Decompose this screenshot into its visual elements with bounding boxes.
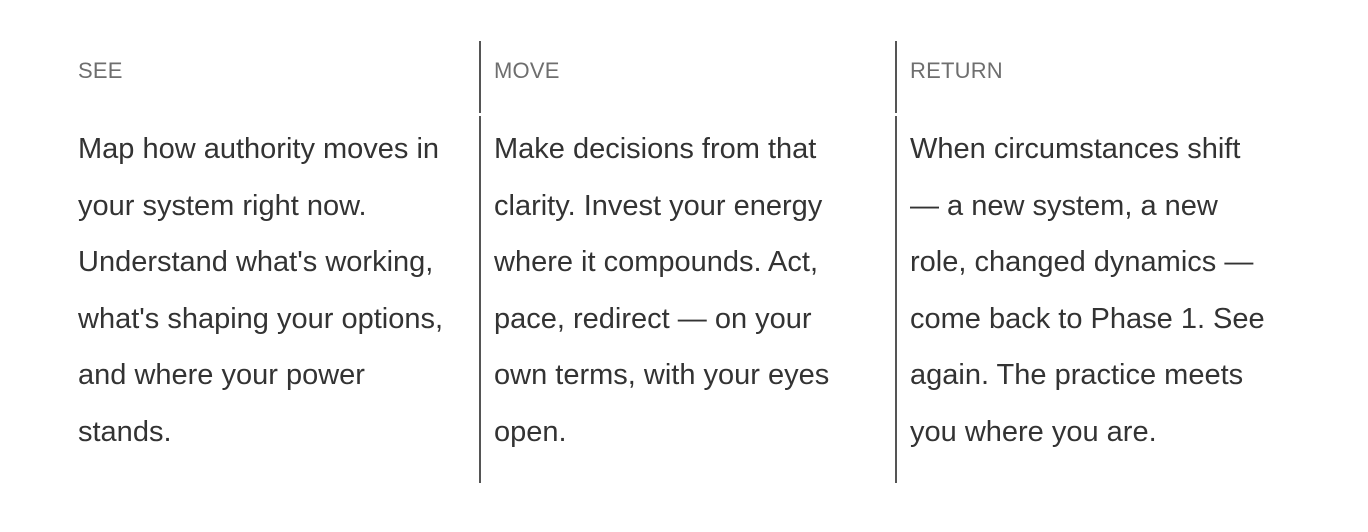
description-line: again. The practice meets	[910, 359, 1244, 391]
column-divider	[895, 41, 897, 113]
description-line: Understand what's working,	[78, 246, 434, 278]
phase-label: MOVE	[494, 58, 560, 83]
description-line: what's shaping your options,	[78, 302, 444, 335]
column-divider	[479, 41, 481, 113]
description-line: Make decisions from that	[494, 133, 817, 165]
phase-description: Map how authority moves in your system r…	[78, 121, 443, 460]
description-line: — a new system, a new	[910, 189, 1218, 222]
description-line: come back to Phase 1. See	[910, 302, 1265, 335]
description-line: own terms, with your eyes	[494, 359, 830, 391]
column-divider	[895, 116, 897, 483]
phase-description: Make decisions from that clarity. Invest…	[494, 121, 829, 460]
description-line: When circumstances shift	[910, 133, 1241, 165]
description-line: you where you are.	[910, 415, 1157, 448]
description-line: role, changed dynamics —	[910, 246, 1254, 278]
description-line: Map how authority moves in	[78, 133, 440, 165]
description-line: and where your power	[78, 359, 365, 391]
phase-label: RETURN	[910, 58, 1003, 83]
description-line: clarity. Invest your energy	[494, 189, 823, 222]
phase-description: When circumstances shift — a new system,…	[910, 121, 1265, 460]
description-line: stands.	[78, 415, 172, 448]
column-divider	[479, 116, 481, 483]
description-line: your system right now.	[78, 189, 367, 222]
description-line: open.	[494, 415, 567, 448]
description-line: where it compounds. Act,	[494, 246, 818, 278]
description-line: pace, redirect — on your	[494, 302, 812, 335]
phase-label: SEE	[78, 58, 123, 83]
